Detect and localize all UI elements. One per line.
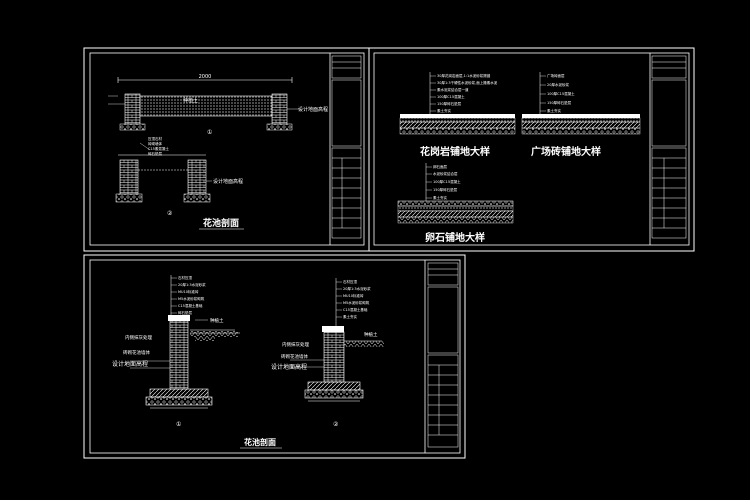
svg-text:150厚碎石垫层: 150厚碎石垫层	[547, 100, 572, 105]
sheet-2-title-block	[651, 55, 687, 239]
svg-text:M5水泥砂浆砌筑: M5水泥砂浆砌筑	[343, 300, 370, 305]
svg-text:100厚C15混凝土: 100厚C15混凝土	[433, 179, 461, 184]
svg-text:30厚1:3干硬性水泥砂浆,面上撒素水泥: 30厚1:3干硬性水泥砂浆,面上撒素水泥	[437, 80, 498, 85]
sheet-3-inner-frame	[89, 259, 461, 454]
notes-section-2: 石材压顶 20厚1:3水泥砂浆 MU10标准砖 M5水泥砂浆砌筑 C15混凝土基…	[343, 279, 371, 319]
svg-text:100厚C15混凝土: 100厚C15混凝土	[547, 91, 575, 96]
sheet-3-outer-frame	[83, 254, 466, 459]
svg-text:150厚碎石垫层: 150厚碎石垫层	[433, 187, 458, 192]
label-plant-soil-s3a: 种植土	[210, 317, 224, 324]
label-ground-mid: 设计地面高程	[213, 178, 243, 185]
planter-section-short	[115, 142, 212, 203]
planter-section-long	[108, 77, 300, 131]
notes-section-1: 石材压顶 20厚1:3水泥砂浆 MU10标准砖 M5水泥砂浆砌筑 C15混凝土基…	[178, 275, 206, 315]
svg-text:M5水泥砂浆砌筑: M5水泥砂浆砌筑	[178, 296, 205, 301]
svg-text:碎石垫层: 碎石垫层	[178, 310, 192, 315]
svg-text:压顶石材: 压顶石材	[148, 136, 162, 141]
label-side-a: 内侧抹灰处理	[125, 334, 152, 341]
sheet-1-title: 花池剖面	[203, 217, 239, 229]
notes-pebble: 卵石面层 水泥砂浆结合层 100厚C15混凝土 150厚碎石垫层 素土夯实	[433, 164, 461, 200]
label-plant-soil-s3b: 种植土	[364, 331, 378, 338]
label-ground-s3b: 设计地面高程	[271, 363, 307, 371]
mark-b-1: ②	[167, 210, 173, 217]
svg-text:C15混凝土基础: C15混凝土基础	[178, 303, 203, 308]
label-mid-a: 砖砌花池墙体	[123, 349, 150, 356]
label-mid-b: 砖砌花池墙体	[281, 353, 308, 360]
svg-text:MU10标准砖: MU10标准砖	[178, 289, 199, 294]
mark-a-1: ①	[207, 129, 212, 136]
label-side-b: 内侧抹灰处理	[282, 341, 309, 348]
svg-text:20厚1:3水泥砂浆: 20厚1:3水泥砂浆	[343, 286, 371, 291]
plaza-brick-detail	[521, 72, 641, 135]
pebble-paving-detail	[397, 163, 514, 224]
sheet-1-inner-frame	[89, 52, 365, 246]
notes-plaza: 广场砖面层 20厚水泥砂浆 100厚C15混凝土 150厚碎石垫层 素土夯实	[547, 73, 575, 113]
sheet-3-title: 花池剖面	[244, 437, 276, 447]
svg-text:C15素混凝土: C15素混凝土	[148, 146, 169, 151]
svg-text:素土夯实: 素土夯实	[343, 314, 357, 319]
label-plant-soil-1: 种植土	[183, 97, 198, 104]
sheet-3-title-block	[427, 262, 459, 448]
title-pebble-paving: 卵石铺地大样	[425, 231, 485, 244]
svg-text:20厚水泥砂浆: 20厚水泥砂浆	[547, 82, 569, 87]
planter-wall-section-1	[130, 275, 240, 409]
sheet-1: 2000 种植土 设计地面高程 ① 压顶石材 砖砌墙体 C15素混凝土 碎石垫层…	[83, 47, 370, 252]
svg-text:水泥砂浆结合层: 水泥砂浆结合层	[433, 171, 458, 176]
svg-text:C15混凝土基础: C15混凝土基础	[343, 307, 368, 312]
svg-text:卵石面层: 卵石面层	[433, 164, 447, 169]
svg-text:150厚碎石垫层: 150厚碎石垫层	[437, 101, 462, 106]
svg-text:石材压顶: 石材压顶	[178, 275, 192, 280]
svg-text:MU10标准砖: MU10标准砖	[343, 293, 364, 298]
granite-paving-detail	[399, 72, 516, 135]
sheet-2-outer-frame	[368, 47, 695, 252]
svg-text:砖砌墙体: 砖砌墙体	[148, 141, 162, 146]
mark-b-3: ②	[333, 421, 339, 428]
svg-text:素土夯实: 素土夯实	[433, 195, 447, 200]
svg-text:素土夯实: 素土夯实	[547, 108, 561, 113]
mark-a-3: ①	[176, 421, 181, 428]
sheet-3: 石材压顶 20厚1:3水泥砂浆 MU10标准砖 M5水泥砂浆砌筑 C15混凝土基…	[83, 254, 466, 459]
label-ground-s3a: 设计地面高程	[112, 360, 148, 368]
notes-granite: 30厚花岗岩面层,1:1水泥砂浆擦缝 30厚1:3干硬性水泥砂浆,面上撒素水泥 …	[437, 73, 498, 113]
dim-total: 2000	[199, 74, 212, 80]
label-ground-top: 设计地面高程	[298, 106, 328, 113]
svg-text:素土夯实: 素土夯实	[437, 108, 451, 113]
svg-text:100厚C15混凝土: 100厚C15混凝土	[437, 94, 465, 99]
planter-wall-section-2	[290, 278, 384, 402]
svg-text:石材压顶: 石材压顶	[343, 279, 357, 284]
svg-text:碎石垫层: 碎石垫层	[148, 151, 162, 156]
svg-text:广场砖面层: 广场砖面层	[547, 73, 565, 78]
title-plaza-brick-paving: 广场砖铺地大样	[531, 145, 601, 158]
title-granite-paving: 花岗岩铺地大样	[420, 145, 490, 158]
sheet-2-inner-frame	[373, 52, 690, 246]
sheet-2: 30厚花岗岩面层,1:1水泥砂浆擦缝 30厚1:3干硬性水泥砂浆,面上撒素水泥 …	[368, 47, 695, 252]
svg-text:素水泥浆结合层一道: 素水泥浆结合层一道	[437, 87, 469, 92]
svg-text:20厚1:3水泥砂浆: 20厚1:3水泥砂浆	[178, 282, 206, 287]
svg-text:30厚花岗岩面层,1:1水泥砂浆擦缝: 30厚花岗岩面层,1:1水泥砂浆擦缝	[437, 73, 491, 78]
notes-a-list: 压顶石材 砖砌墙体 C15素混凝土 碎石垫层	[148, 136, 169, 156]
sheet-1-title-block	[331, 55, 362, 239]
